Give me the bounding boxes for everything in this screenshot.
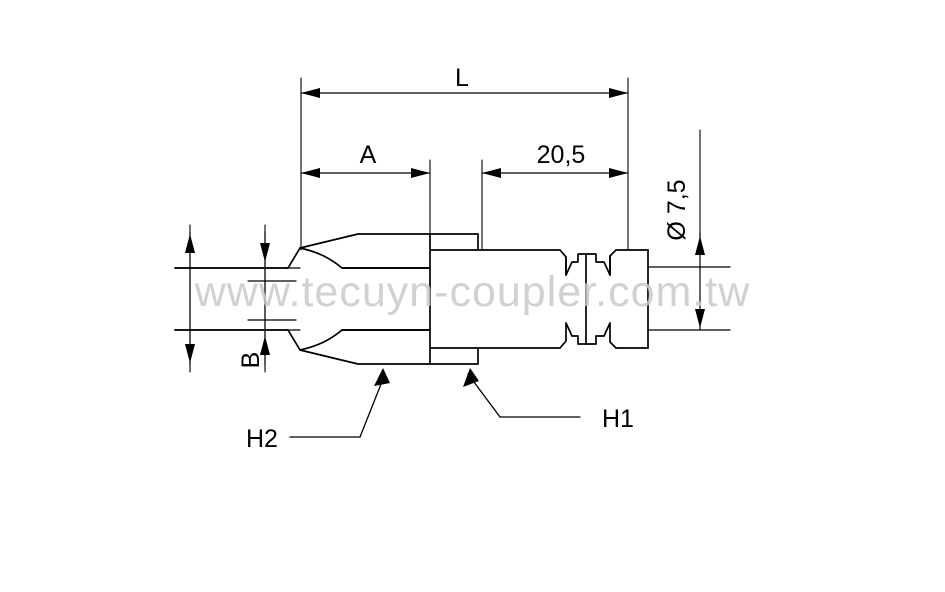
- part-groove-top-left: [559, 249, 587, 276]
- part-groove-top-right: [585, 249, 617, 276]
- label-hex-h1: H1: [602, 405, 634, 433]
- part-inner-top-chamfer: [299, 247, 431, 269]
- label-dim-a: A: [360, 141, 377, 169]
- part-h2-bottom-profile: [287, 329, 431, 365]
- part-h2-top-profile: [287, 233, 431, 269]
- arrow-h2-leader: [374, 368, 390, 386]
- arrow-a-left: [301, 168, 320, 178]
- label-hex-h2: H2: [246, 425, 278, 453]
- part-inner-bottom-chamfer: [299, 329, 431, 351]
- part-groove-bottom-left: [559, 322, 587, 349]
- arrow-b-inner-bottom: [260, 336, 270, 355]
- label-dim-b: B: [237, 352, 265, 369]
- arrow-b-inner-top: [260, 243, 270, 262]
- arrow-b-outer-top: [185, 234, 195, 253]
- label-diameter: Ø 7,5: [663, 179, 691, 240]
- arrow-l-left: [301, 88, 320, 98]
- arrow-b-outer-bottom: [185, 344, 195, 363]
- part-groove-bottom-right: [585, 322, 617, 349]
- arrow-205-left: [482, 168, 501, 178]
- label-dim-205: 20,5: [537, 141, 586, 169]
- arrow-205-right: [609, 168, 628, 178]
- arrow-l-right: [609, 88, 628, 98]
- arrow-dia-bottom: [695, 309, 705, 328]
- arrow-a-right: [411, 168, 430, 178]
- label-overall-length: L: [455, 64, 469, 92]
- arrow-h1-leader: [463, 368, 479, 387]
- arrow-dia-top: [695, 236, 705, 255]
